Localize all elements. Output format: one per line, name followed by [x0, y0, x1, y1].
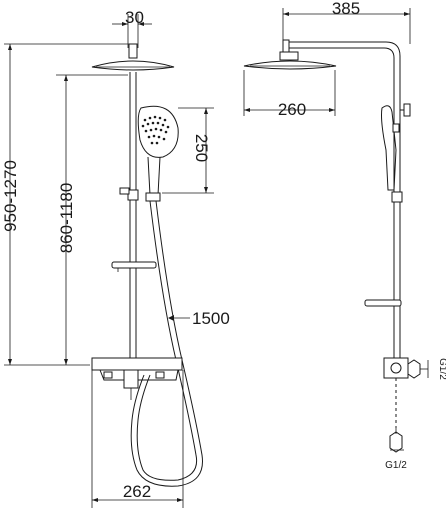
- dim-head-diameter: 260: [278, 100, 306, 119]
- dim-hose-length: 1500: [192, 309, 230, 328]
- hand-shower: [119, 105, 179, 202]
- front-view: 30: [1, 8, 230, 508]
- dim-thread-bottom: G1/2: [385, 460, 407, 471]
- dim-inner-height-range: 860-1180: [57, 183, 76, 254]
- side-view: 385 260 G1/2: [243, 0, 446, 471]
- dim-total-width: 385: [332, 0, 360, 18]
- dim-bottom-width: 262: [123, 482, 151, 501]
- thermostatic-mixer: [91, 357, 183, 400]
- dim-top-width: 30: [125, 8, 144, 27]
- dim-hand-shower-height: 250: [192, 134, 211, 162]
- dim-thread-side: G1/2: [437, 358, 446, 380]
- dim-total-height-range: 950-1270: [1, 160, 20, 232]
